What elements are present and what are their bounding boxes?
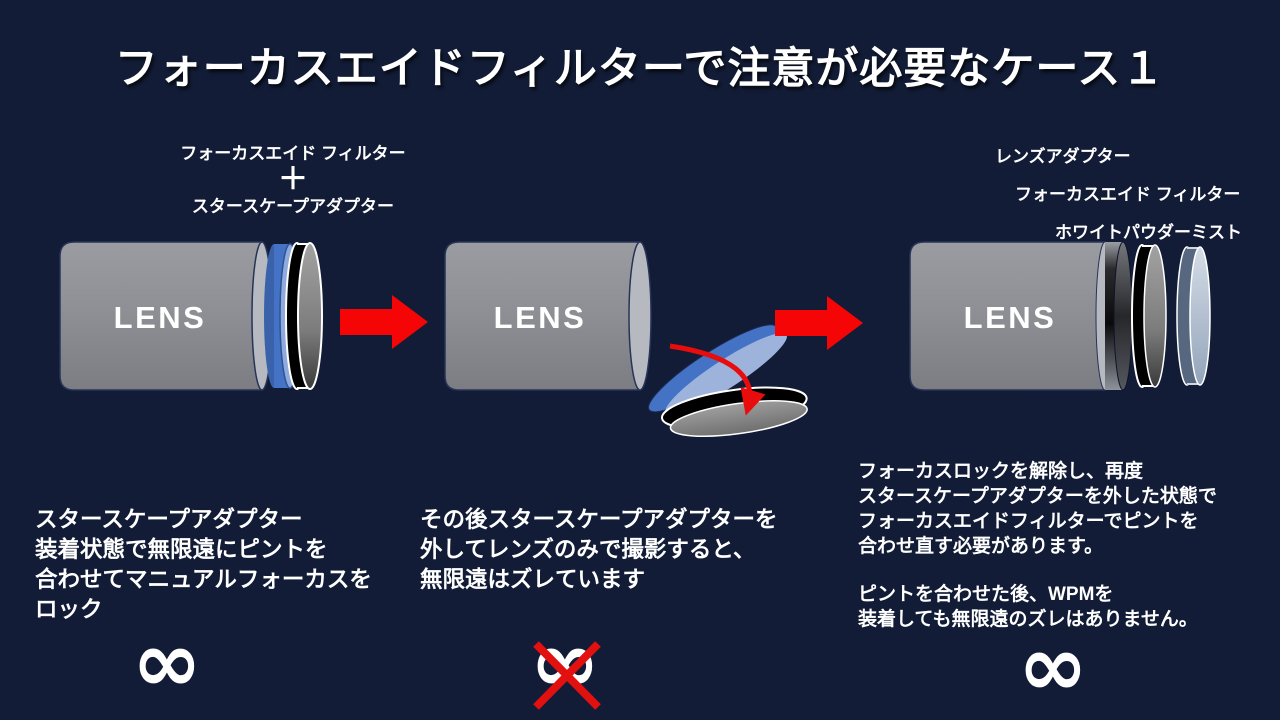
left-stack-label-adapter: スタースケープアダプター: [191, 197, 395, 217]
infinity-symbol-left: ∞: [132, 613, 202, 711]
focus-aid-filter-disc: [285, 242, 323, 390]
right-label-lens-adapter: レンズアダプター: [995, 147, 1131, 166]
caption-step3-para1: フォーカスロックを解除し、再度 スタースケープアダプターを外した状態で フォーカ…: [858, 461, 1217, 557]
lens-diagram-with-adapter-and-filter: LENS: [59, 241, 323, 391]
lens-body: [909, 241, 1106, 391]
right-arrow-icon: [340, 295, 428, 349]
lens-body: [444, 241, 641, 391]
lens-label-2: LENS: [494, 300, 587, 335]
right-arrow-icon: [775, 296, 863, 350]
curved-arrow-icon: [669, 343, 766, 416]
red-cross-icon: [533, 641, 601, 710]
removed-filter-disc: [660, 386, 808, 437]
page-title: フォーカスエイドフィルターで注意が必要なケース１: [114, 45, 1166, 93]
caption-step3-para2: ピントを合わせた後、WPMを 装着しても無限遠のズレはありません。: [858, 584, 1198, 630]
left-stack-label-filter: フォーカスエイド フィルター: [180, 144, 406, 163]
white-powder-mist-disc: [1176, 246, 1211, 386]
infinity-symbol-middle: ∞: [530, 613, 600, 711]
caption-step1: スタースケープアダプター 装着状態で無限遠にピントを 合わせてマニュアルフォーカ…: [35, 507, 372, 622]
infinity-symbol-right: ∞: [1018, 617, 1088, 715]
lens-body: [59, 241, 263, 391]
left-stack-label: フォーカスエイド フィルター ＋ スタースケープアダプター: [128, 143, 458, 218]
right-label-white-powder-mist: ホワイトパウダーミスト: [1055, 223, 1242, 242]
lens-label-1: LENS: [114, 300, 207, 335]
lens-diagram-with-filter-and-wpm: LENS: [909, 241, 1211, 391]
lens-cap: [628, 241, 652, 391]
caption-step2: その後スタースケープアダプターを 外してレンズのみで撮影すると、 無限遠はズレて…: [420, 507, 778, 592]
focus-aid-filter-disc: [1131, 244, 1167, 388]
lens-adapter-ring: [1105, 241, 1133, 391]
right-label-focus-aid-filter: フォーカスエイド フィルター: [1015, 185, 1241, 204]
caption-step3: フォーカスロックを解除し、再度 スタースケープアダプターを外した状態で フォーカ…: [858, 459, 1278, 632]
right-stack-labels: レンズアダプター フォーカスエイド フィルター ホワイトパウダーミスト: [985, 142, 1280, 243]
lens-label-3: LENS: [964, 300, 1057, 335]
plus-symbol: ＋: [278, 163, 308, 197]
lens-diagram-removing-adapter: LENS: [444, 241, 808, 437]
